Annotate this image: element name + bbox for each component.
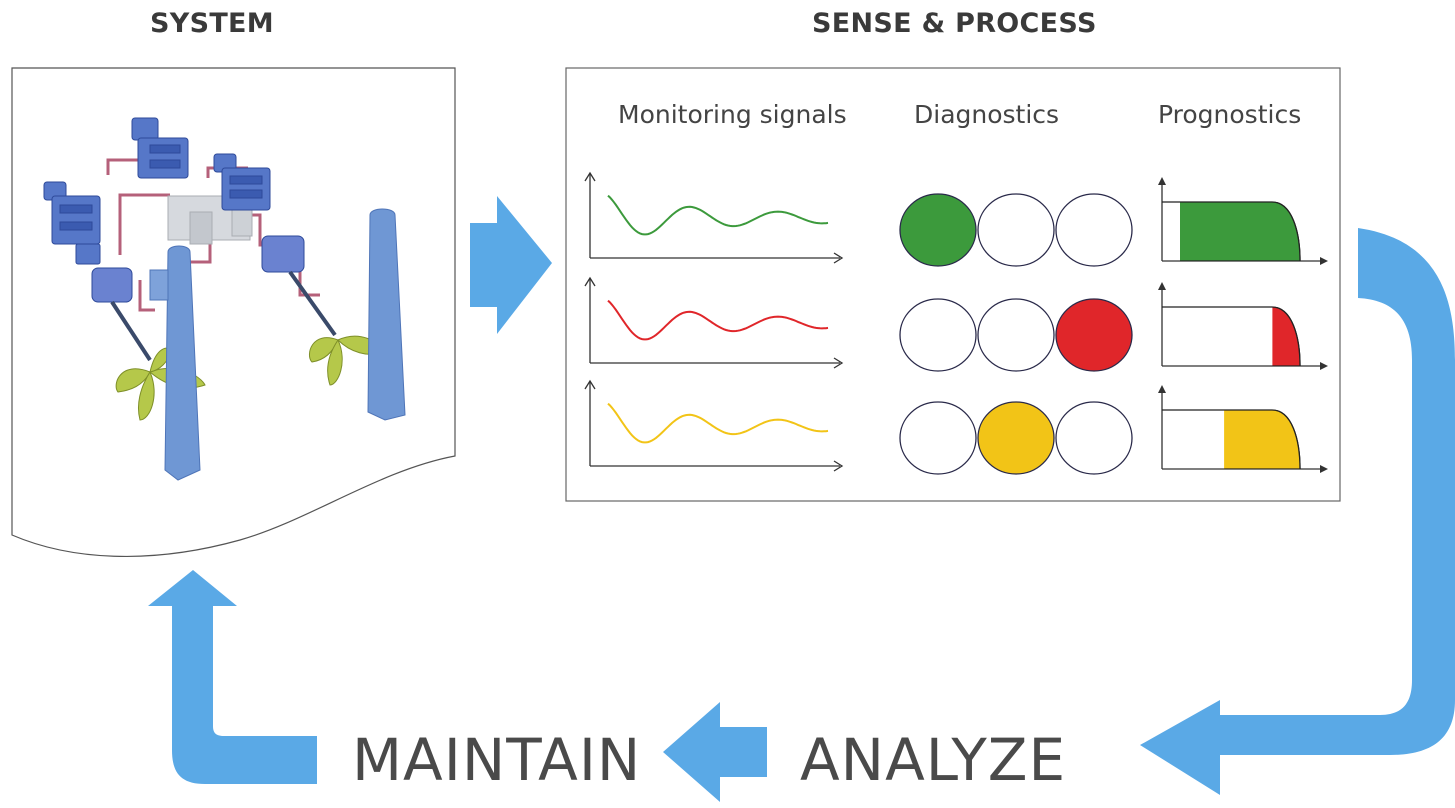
diagnostic-indicator	[977, 401, 1055, 475]
arrow-to-sense	[470, 196, 552, 334]
motor	[91, 235, 305, 303]
prognostics-label: Prognostics	[1158, 100, 1302, 129]
diagnostic-indicator	[1055, 298, 1133, 372]
arrow-to-system	[148, 570, 317, 784]
diagnostic-indicator	[899, 193, 977, 267]
monitoring-signals	[584, 171, 844, 472]
ship-propulsion-illustration	[43, 117, 406, 481]
engine	[131, 117, 189, 179]
rudder	[149, 208, 406, 481]
signal-plot	[584, 379, 844, 472]
diagnostic-indicator	[899, 401, 977, 475]
signal-wave	[607, 194, 829, 236]
signal-plot	[584, 171, 844, 264]
diagnostic-row	[899, 401, 1133, 475]
central-unit	[167, 195, 253, 245]
diagnostic-row	[899, 298, 1133, 372]
diagnostics-indicators	[899, 193, 1133, 475]
prognostic-fill	[1272, 307, 1301, 366]
diagnostic-indicator	[899, 298, 977, 372]
system-document-frame	[11, 67, 456, 558]
diagnostic-indicator	[977, 298, 1055, 372]
signal-wave	[607, 402, 829, 444]
system-heading: SYSTEM	[150, 8, 274, 39]
prognostic-plot	[1158, 282, 1328, 370]
monitoring-signals-label: Monitoring signals	[618, 100, 847, 129]
diagnostic-indicator	[977, 193, 1055, 267]
shaft	[110, 270, 337, 362]
diagnostic-row	[899, 193, 1133, 267]
prognostic-plot	[1158, 385, 1328, 473]
sense-process-heading: SENSE & PROCESS	[812, 8, 1097, 39]
prognostics-plots	[1158, 177, 1328, 473]
prognostic-fill	[1224, 410, 1301, 469]
diagnostics-label: Diagnostics	[914, 100, 1060, 129]
engine	[213, 153, 271, 211]
engine	[43, 181, 101, 265]
arrow-to-analyze	[1140, 228, 1455, 795]
signal-wave	[607, 299, 829, 341]
diagnostic-indicator	[1055, 401, 1133, 475]
signal-plot	[584, 276, 844, 369]
diagnostic-indicator	[1055, 193, 1133, 267]
prognostic-plot	[1158, 177, 1328, 265]
arrow-to-maintain	[663, 702, 767, 802]
prognostic-fill	[1179, 202, 1301, 261]
analyze-step-label: ANALYZE	[800, 726, 1067, 794]
maintain-step-label: MAINTAIN	[352, 726, 642, 794]
